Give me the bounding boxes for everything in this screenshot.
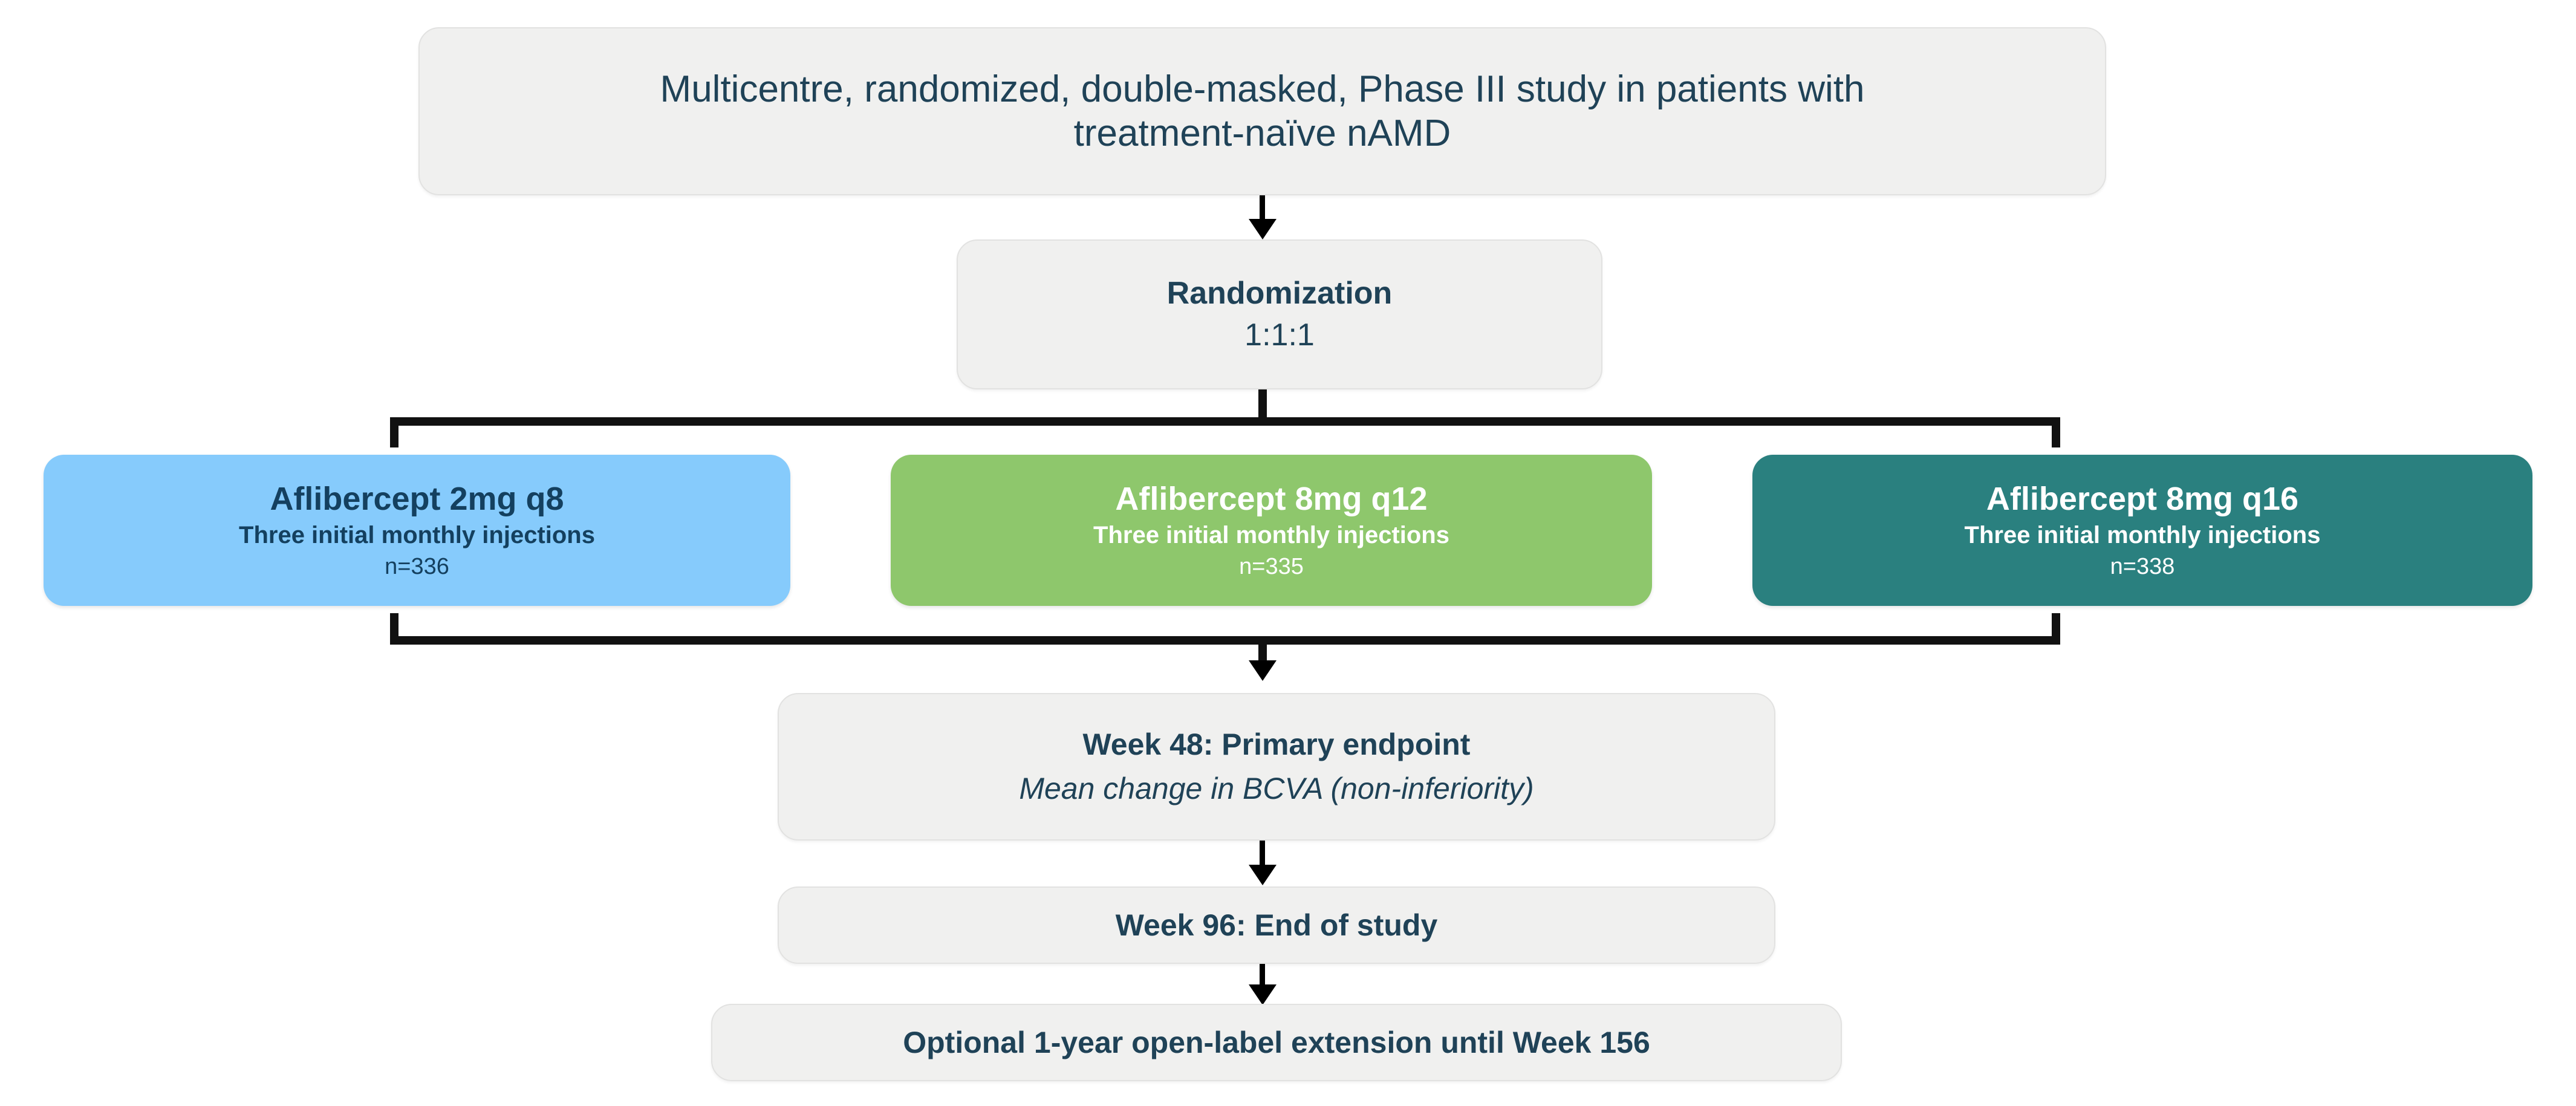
treatment-arm-aflibercept-2mg-q8: Aflibercept 2mg q8 Three initial monthly…: [44, 455, 790, 606]
primary-endpoint-detail: Mean change in BCVA (non-inferiority): [1019, 772, 1534, 805]
bracket-bottom-stem: [1258, 636, 1267, 666]
connector-week96-to-extension: [1260, 964, 1265, 993]
arrowhead-study-to-randomization: [1249, 219, 1277, 239]
bracket-bottom-spine: [390, 636, 2060, 645]
arm-subtitle: Three initial monthly injections: [1964, 521, 2321, 548]
arm-subtitle: Three initial monthly injections: [239, 521, 595, 548]
randomization-ratio: 1:1:1: [1244, 317, 1315, 353]
arrowhead-arms-to-week48: [1249, 660, 1277, 681]
randomization-label: Randomization: [1166, 275, 1393, 311]
arrowhead-week96-to-extension: [1249, 984, 1277, 1005]
arm-title: Aflibercept 2mg q8: [270, 481, 564, 518]
bracket-top-leg-left: [390, 417, 398, 447]
end-of-study-label: Week 96: End of study: [1115, 908, 1438, 942]
primary-endpoint-box: Week 48: Primary endpoint Mean change in…: [778, 693, 1775, 841]
arm-title: Aflibercept 8mg q12: [1115, 481, 1428, 518]
study-description-box: Multicentre, randomized, double-masked, …: [418, 27, 2106, 195]
end-of-study-box: Week 96: End of study: [778, 886, 1775, 964]
study-description-line-2: treatment-naïve nAMD: [1073, 112, 1451, 154]
arm-title: Aflibercept 8mg q16: [1986, 481, 2299, 518]
study-description-line-1: Multicentre, randomized, double-masked, …: [660, 68, 1865, 110]
primary-endpoint-title: Week 48: Primary endpoint: [1082, 727, 1471, 761]
bracket-top-stem: [1258, 389, 1267, 425]
optional-extension-label: Optional 1-year open-label extension unt…: [903, 1025, 1650, 1059]
arm-subtitle: Three initial monthly injections: [1093, 521, 1449, 548]
arm-sample-size: n=335: [1239, 554, 1304, 580]
treatment-arm-aflibercept-8mg-q16: Aflibercept 8mg q16 Three initial monthl…: [1752, 455, 2532, 606]
arm-sample-size: n=336: [385, 554, 449, 580]
treatment-arm-aflibercept-8mg-q12: Aflibercept 8mg q12 Three initial monthl…: [891, 455, 1652, 606]
optional-extension-box: Optional 1-year open-label extension unt…: [711, 1004, 1842, 1081]
bracket-top-spine: [390, 417, 2060, 426]
bracket-top-leg-right: [2052, 417, 2060, 447]
connector-study-to-randomization: [1260, 195, 1265, 233]
arm-sample-size: n=338: [2110, 554, 2175, 580]
arrowhead-week48-to-week96: [1249, 865, 1277, 885]
connector-week48-to-week96: [1260, 841, 1265, 872]
randomization-box: Randomization 1:1:1: [957, 239, 1602, 389]
